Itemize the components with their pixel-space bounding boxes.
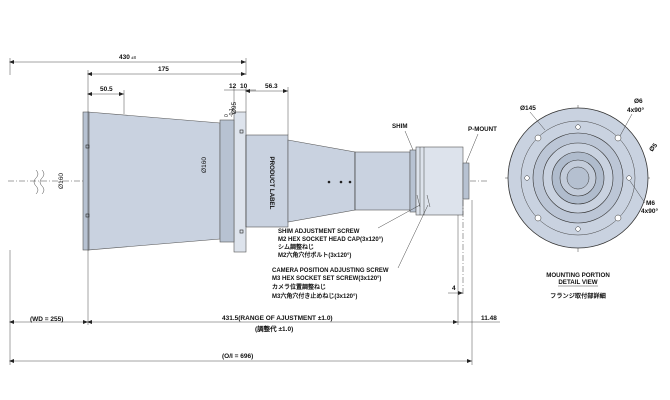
detail-dia-6: Ø6 <box>634 98 643 105</box>
screw-dot <box>327 180 331 184</box>
dim-50-5: 50.5 <box>100 86 113 93</box>
shim-screw-line-2: M2 HEX SOCKET HEAD CAP(3x120°) <box>278 237 383 243</box>
dia-160-mid-label: Ø160 <box>201 157 208 173</box>
detail-title-2: DETAIL VIEW <box>558 279 597 286</box>
shim-screw-line-3: シム調整ねじ <box>278 243 314 251</box>
front-barrel <box>87 111 221 251</box>
screw-mark <box>239 229 244 234</box>
screw-mark <box>239 129 244 134</box>
dim-4: 4 <box>452 285 456 292</box>
diameter-labels: Ø160 Ø160 Ø95 0-0.1 PRODUCT LABEL <box>58 101 275 209</box>
lens-side-view <box>8 111 488 253</box>
cam-screw-line-2: M3 HEX SOCKET SET SCREW(3x120°) <box>272 276 381 282</box>
detail-dia-5: Ø5 <box>648 142 659 153</box>
tapped-hole-icon <box>575 226 581 232</box>
mount-hole-icon <box>534 214 542 222</box>
bolt-circle <box>520 120 636 236</box>
detail-dia-145: Ø145 <box>520 105 536 112</box>
dim-12: 12 <box>229 83 237 90</box>
dia-95-tol: 0-0.1 <box>224 108 235 117</box>
set-screw <box>426 194 431 208</box>
dia-95-label: Ø95 <box>231 101 238 114</box>
detail-title-1: MOUNTING PORTION <box>546 272 610 279</box>
dim-oi: (O/I = 696) <box>222 353 253 360</box>
dim-range-adjust: 431.5(RANGE OF AJUSTMENT ±1.0) <box>222 315 333 322</box>
mount-hole-icon <box>614 134 622 142</box>
set-screw <box>416 194 421 208</box>
front-lens-rim <box>82 111 90 251</box>
dim-wd: (WD = 255) <box>30 316 63 323</box>
tapped-hole-icon <box>575 124 581 130</box>
cam-screw-line-1: CAMERA POSITION ADJUSTING SCREW <box>272 268 389 274</box>
tapped-hole-icon <box>524 175 530 181</box>
relay-tube <box>354 151 411 211</box>
shim-label: SHIM <box>392 123 407 130</box>
dim-175: 175 <box>158 66 169 73</box>
tapped-hole-icon <box>626 175 632 181</box>
cam-screw-line-4: M3六角穴付き止めねじ(3x120°) <box>272 292 357 300</box>
screw-dot <box>348 180 352 184</box>
product-label-text: PRODUCT LABEL <box>268 157 275 210</box>
flange-collar <box>219 119 235 243</box>
rear-housing <box>245 134 289 228</box>
taper-section <box>287 139 356 223</box>
mount-hole-icon <box>614 214 622 222</box>
lens-core-circle <box>566 166 590 190</box>
top-dimensions: 430 ±8 175 50.5 12 10 56.3 <box>9 54 289 135</box>
p-mount-label: P-MOUNT <box>468 126 497 133</box>
callouts: SHIM P-MOUNT SHIM ADJUSTMENT SCREW M2 HE… <box>272 123 497 300</box>
dim-10: 10 <box>240 83 248 90</box>
bottom-dimensions: 4 (WD = 255) 431.5(RANGE OF AJUSTMENT ±1… <box>9 200 500 365</box>
mounting-detail-view: Ø145 Ø6 4x90° Ø5 M6 4x90° MOUNTING PORTI… <box>505 98 659 300</box>
dim-range-adjust-jp: (調整代 ±1.0) <box>255 324 293 333</box>
screw-mark <box>85 144 90 149</box>
dia-160-left-label: Ø160 <box>58 173 65 189</box>
camera-adapter <box>415 146 464 216</box>
detail-title-jp: フランジ取付部詳細 <box>550 292 606 300</box>
detail-m6: M6 <box>646 200 655 207</box>
dim-11-48: 11.48 <box>481 315 497 322</box>
dim-56-3: 56.3 <box>265 83 278 90</box>
mount-hole-icon <box>534 134 542 142</box>
detail-holes-6: 4x90° <box>627 106 644 114</box>
shim-screw-line-1: SHIM ADJUSTMENT SCREW <box>278 229 360 235</box>
cam-screw-line-3: カメラ位置調整ねじ <box>272 283 326 291</box>
screw-dot <box>339 180 343 184</box>
p-mount-flange <box>462 162 470 200</box>
detail-m6-holes: 4x90° <box>641 207 658 215</box>
screw-mark <box>85 213 90 218</box>
shim-screw-line-4: M2六角穴付ボルト(3x120°) <box>278 251 351 259</box>
dim-430-tol: ±8 <box>131 55 136 60</box>
dim-430: 430 <box>119 54 130 61</box>
break-mark <box>33 169 39 195</box>
shim-ring <box>409 149 417 213</box>
break-mark <box>39 169 45 195</box>
